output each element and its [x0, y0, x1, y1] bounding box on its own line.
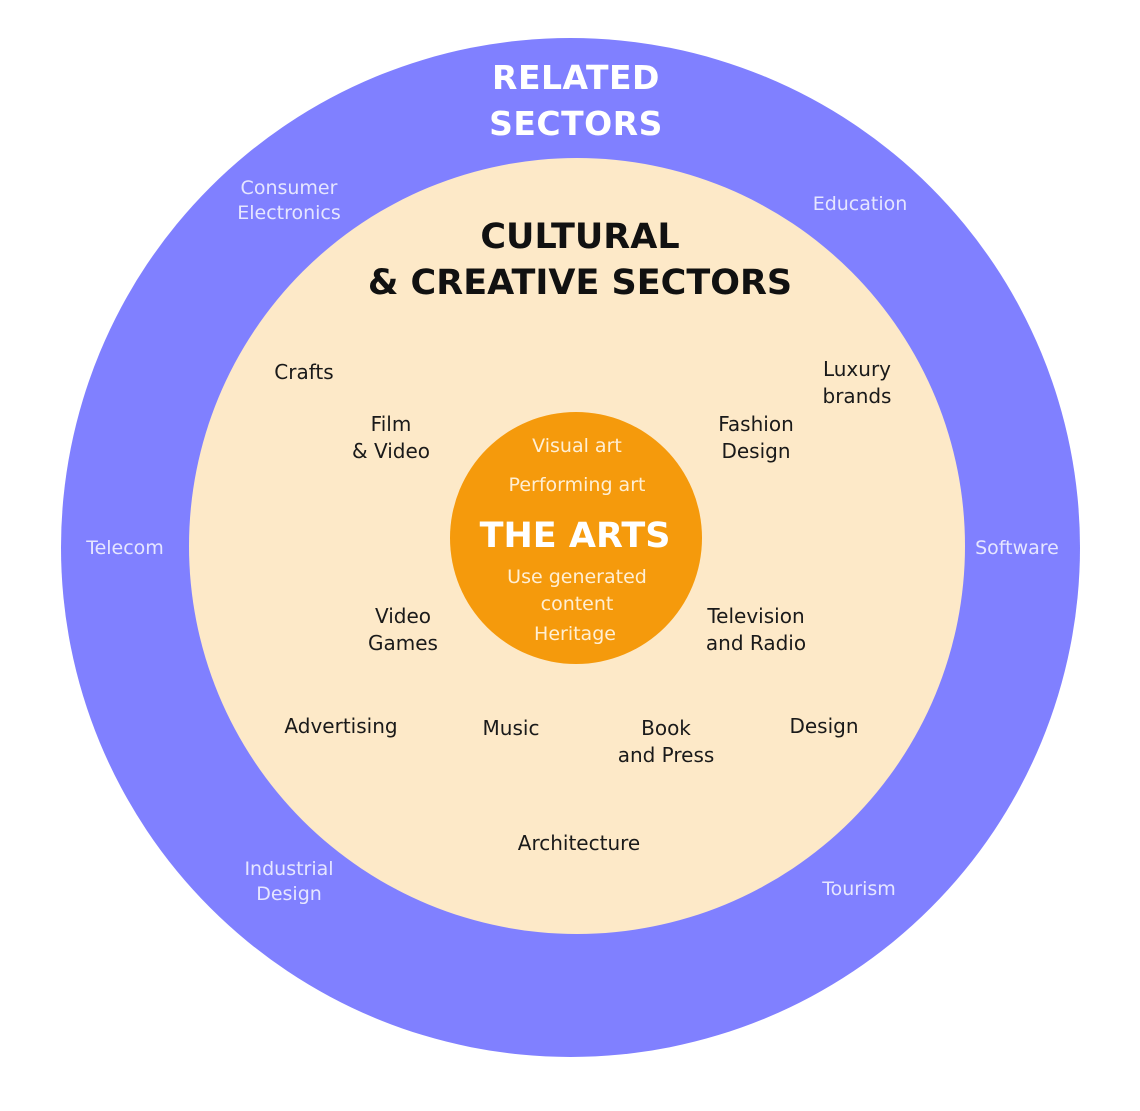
related-item-education: Education	[812, 193, 908, 215]
cultural-item-film-video: Film & Video	[352, 412, 430, 463]
cultural-creative-sectors-title: CULTURAL & CREATIVE SECTORS	[367, 217, 793, 303]
related-item-telecom: Telecom	[86, 537, 164, 559]
cultural-item-video-games: Video Games	[368, 604, 438, 655]
cultural-item-television-radio: Television and Radio	[705, 604, 807, 655]
cultural-item-architecture: Architecture	[517, 831, 641, 855]
arts-item-performing-art: Performing art	[508, 474, 646, 496]
related-sectors-title: RELATED SECTORS	[489, 58, 663, 143]
cultural-item-luxury-brands: Luxury brands	[822, 357, 892, 408]
related-item-consumer-electronics: Consumer Electronics	[237, 177, 341, 224]
the-arts-title: THE ARTS	[479, 516, 671, 556]
related-item-tourism: Tourism	[822, 878, 896, 900]
arts-item-heritage: Heritage	[534, 623, 616, 645]
the-arts-core-circle	[450, 412, 702, 664]
arts-item-visual-art: Visual art	[532, 435, 622, 457]
cultural-item-fashion-design: Fashion Design	[718, 412, 794, 463]
cultural-item-advertising: Advertising	[284, 714, 398, 738]
cultural-item-book-press: Book and Press	[617, 716, 715, 767]
related-item-industrial-design: Industrial Design	[244, 858, 334, 905]
arts-item-user-generated-content: Use generated content	[507, 566, 647, 615]
cultural-item-crafts: Crafts	[274, 360, 334, 384]
cultural-item-design: Design	[789, 714, 859, 738]
cultural-item-music: Music	[482, 716, 540, 740]
related-item-software: Software	[975, 537, 1059, 559]
